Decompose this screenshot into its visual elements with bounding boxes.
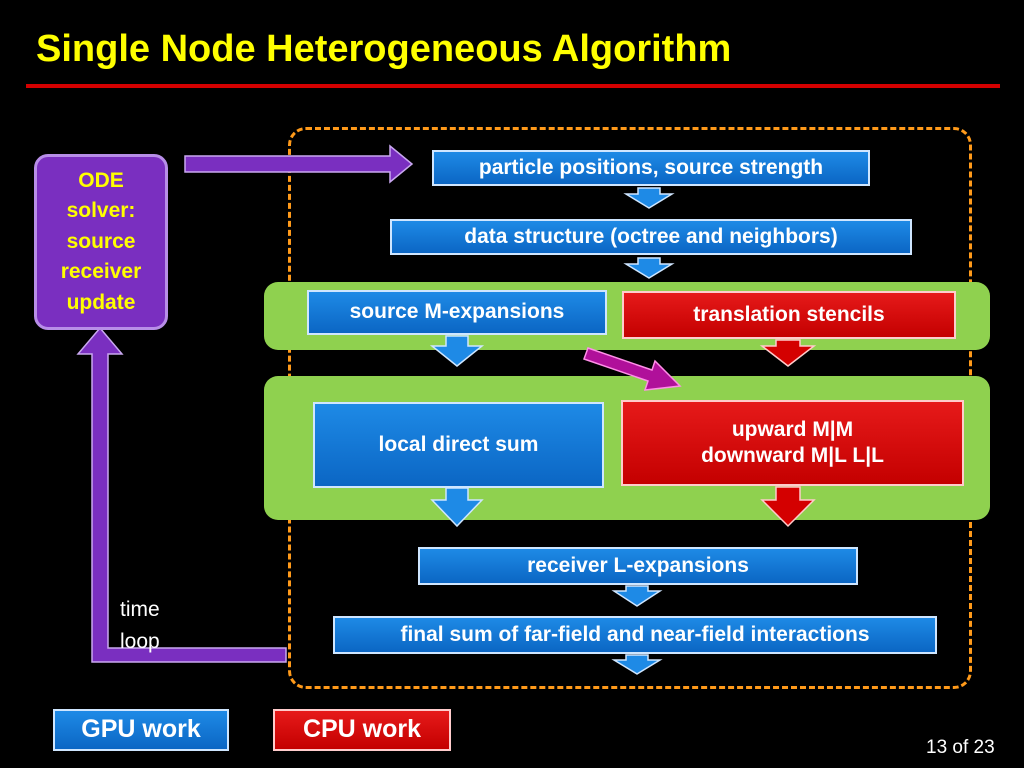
down-arrow-2 xyxy=(623,257,675,279)
time-loop-line-1: time xyxy=(120,598,160,621)
translation-stencils-box: translation stencils xyxy=(622,291,956,339)
particle-positions-box: particle positions, source strength xyxy=(432,150,870,186)
down-arrow-1 xyxy=(623,187,675,209)
ode-to-particle-arrow xyxy=(184,144,414,184)
upward-downward-box: upward M|M downward M|L L|L xyxy=(621,400,964,486)
down-arrow-4 xyxy=(759,339,817,367)
ode-line-1: ODE xyxy=(78,168,124,192)
ode-line-3: source xyxy=(66,229,136,253)
time-loop-line-2: loop xyxy=(120,629,160,653)
ode-line-2: solver: xyxy=(66,199,136,223)
final-sum-box: final sum of far-field and near-field in… xyxy=(333,616,937,654)
legend-gpu-work: GPU work xyxy=(53,709,229,751)
source-m-expansions-box: source M-expansions xyxy=(307,290,607,335)
upward-label: upward M|M xyxy=(731,417,854,441)
down-arrow-8 xyxy=(611,654,663,675)
downward-label: downward M|L L|L xyxy=(701,444,884,467)
data-structure-box: data structure (octree and neighbors) xyxy=(390,219,912,255)
title-underline xyxy=(26,84,1000,88)
slide-title: Single Node Heterogeneous Algorithm xyxy=(36,28,732,70)
local-direct-sum-box: local direct sum xyxy=(313,402,604,488)
down-arrow-6 xyxy=(760,486,816,528)
down-arrow-7 xyxy=(611,585,663,607)
time-loop-label: time loop xyxy=(120,594,160,657)
time-loop-arrow xyxy=(76,326,287,663)
ode-line-4: receiver xyxy=(60,260,142,284)
ode-line-5: update xyxy=(66,290,136,314)
source-to-upward-arrow xyxy=(583,347,682,391)
down-arrow-5 xyxy=(430,487,484,528)
receiver-l-expansions-box: receiver L-expansions xyxy=(418,547,858,585)
down-arrow-3 xyxy=(429,335,485,367)
page-number: 13 of 23 xyxy=(926,737,995,758)
legend-cpu-work: CPU work xyxy=(273,709,451,751)
ode-solver-box: ODE solver: source receiver update xyxy=(34,154,168,330)
